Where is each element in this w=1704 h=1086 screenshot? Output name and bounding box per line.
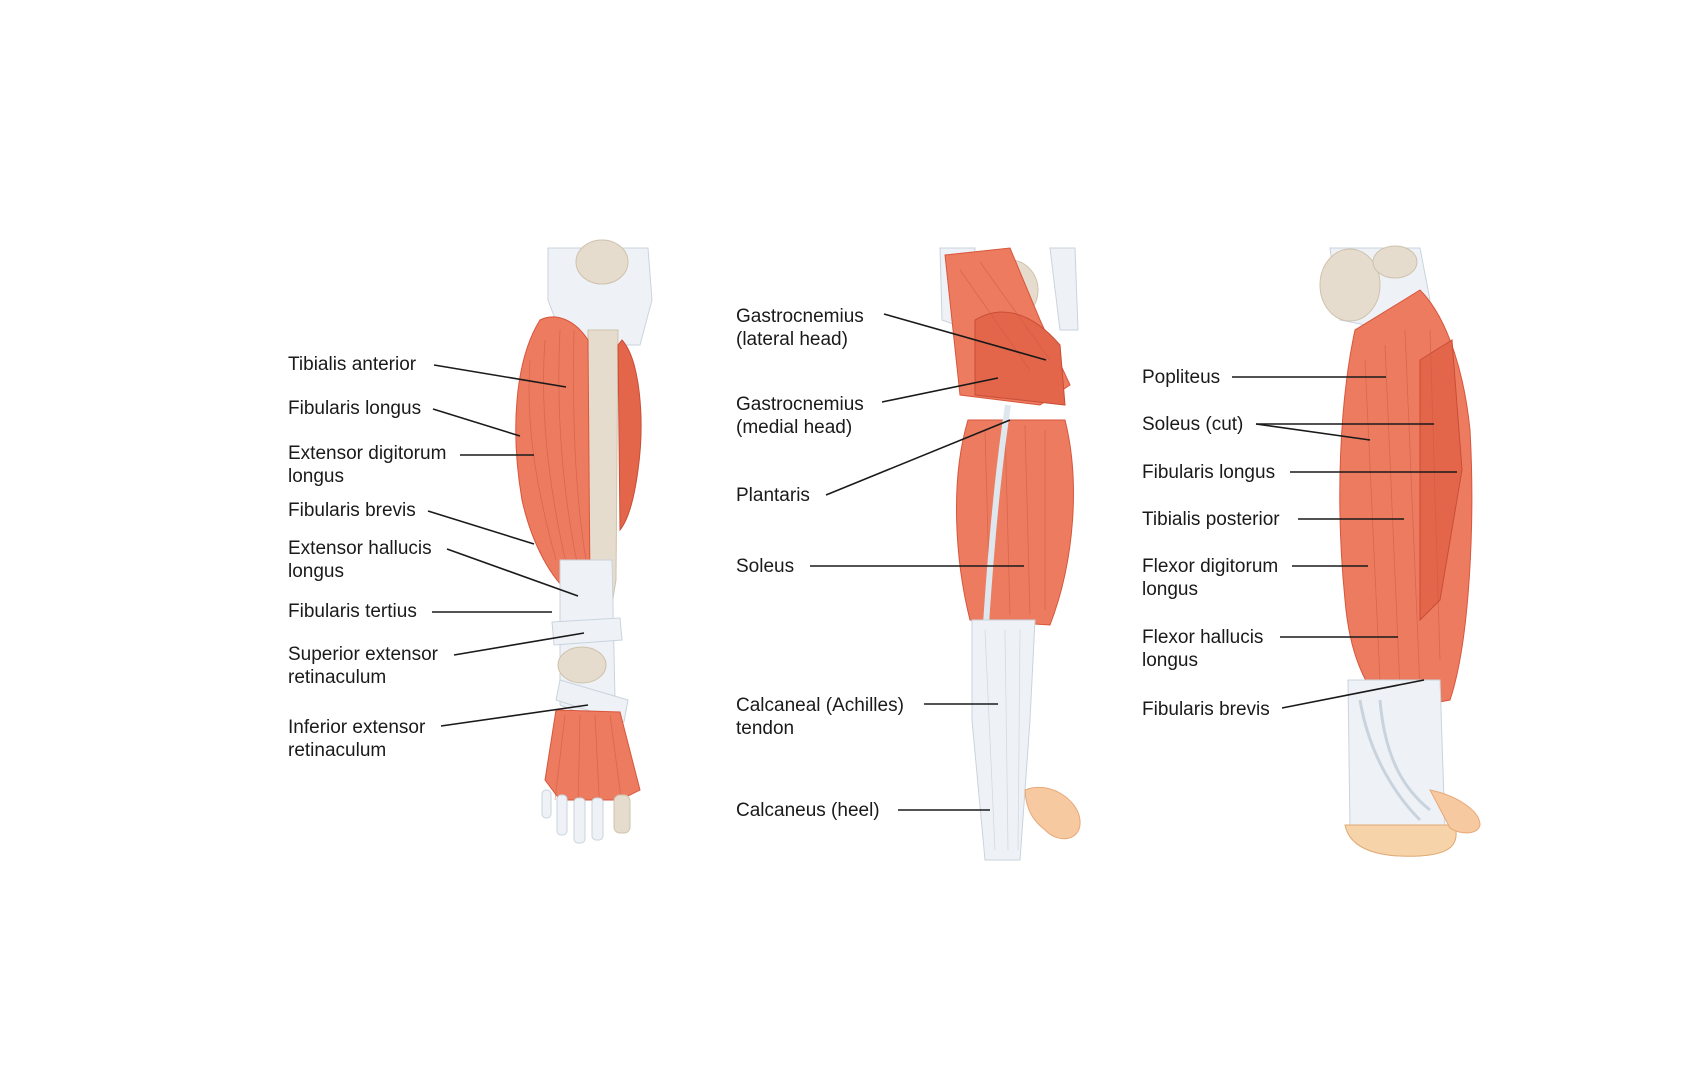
leader-gastrocnemius-medial-head xyxy=(881,377,999,403)
leader-fibularis-brevis-deep xyxy=(1281,679,1425,709)
label-gastrocnemius-medial-head: Gastrocnemius(medial head) xyxy=(736,394,864,438)
anterior-labels: Tibialis anterior Fibularis longus Exten… xyxy=(288,354,446,761)
label-calcaneal-tendon: Calcaneal (Achilles)tendon xyxy=(736,695,904,739)
deep-posterior-labels: Popliteus Soleus (cut) Fibularis longus … xyxy=(1142,367,1280,720)
label-fibularis-longus: Fibularis longus xyxy=(288,398,421,419)
label-tibialis-posterior: Tibialis posterior xyxy=(1142,509,1280,530)
label-fibularis-brevis-deep: Fibularis brevis xyxy=(1142,699,1270,720)
leader-fibularis-brevis xyxy=(427,510,535,545)
posterior-labels: Gastrocnemius(lateral head) Gastrocnemiu… xyxy=(736,306,904,821)
leader-extensor-hallucis-longus xyxy=(446,548,579,597)
leader-plantaris xyxy=(825,419,1011,496)
label-soleus: Soleus xyxy=(736,556,794,577)
leader-tibialis-anterior xyxy=(433,364,567,388)
label-fibularis-longus-deep: Fibularis longus xyxy=(1142,462,1275,483)
leader-gastrocnemius-lateral-head xyxy=(883,313,1047,361)
leader-fibularis-longus xyxy=(432,408,521,437)
leader-inferior-extensor-retinaculum xyxy=(440,704,589,727)
label-fibularis-brevis: Fibularis brevis xyxy=(288,500,416,521)
deep-posterior-leg-illustration xyxy=(1319,245,1481,857)
label-fibularis-tertius: Fibularis tertius xyxy=(288,601,417,622)
leader-soleus-cut-b xyxy=(1255,423,1371,441)
label-calcaneus: Calcaneus (heel) xyxy=(736,800,880,821)
anterior-leg-illustration xyxy=(515,239,653,844)
leader-lines xyxy=(427,313,1457,811)
leader-superior-extensor-retinaculum xyxy=(453,632,585,656)
label-popliteus: Popliteus xyxy=(1142,367,1220,388)
label-plantaris: Plantaris xyxy=(736,485,810,506)
label-tibialis-anterior: Tibialis anterior xyxy=(288,354,417,375)
posterior-leg-illustration xyxy=(939,247,1081,861)
label-gastrocnemius-lateral-head: Gastrocnemius(lateral head) xyxy=(736,306,864,350)
label-soleus-cut: Soleus (cut) xyxy=(1142,414,1243,435)
